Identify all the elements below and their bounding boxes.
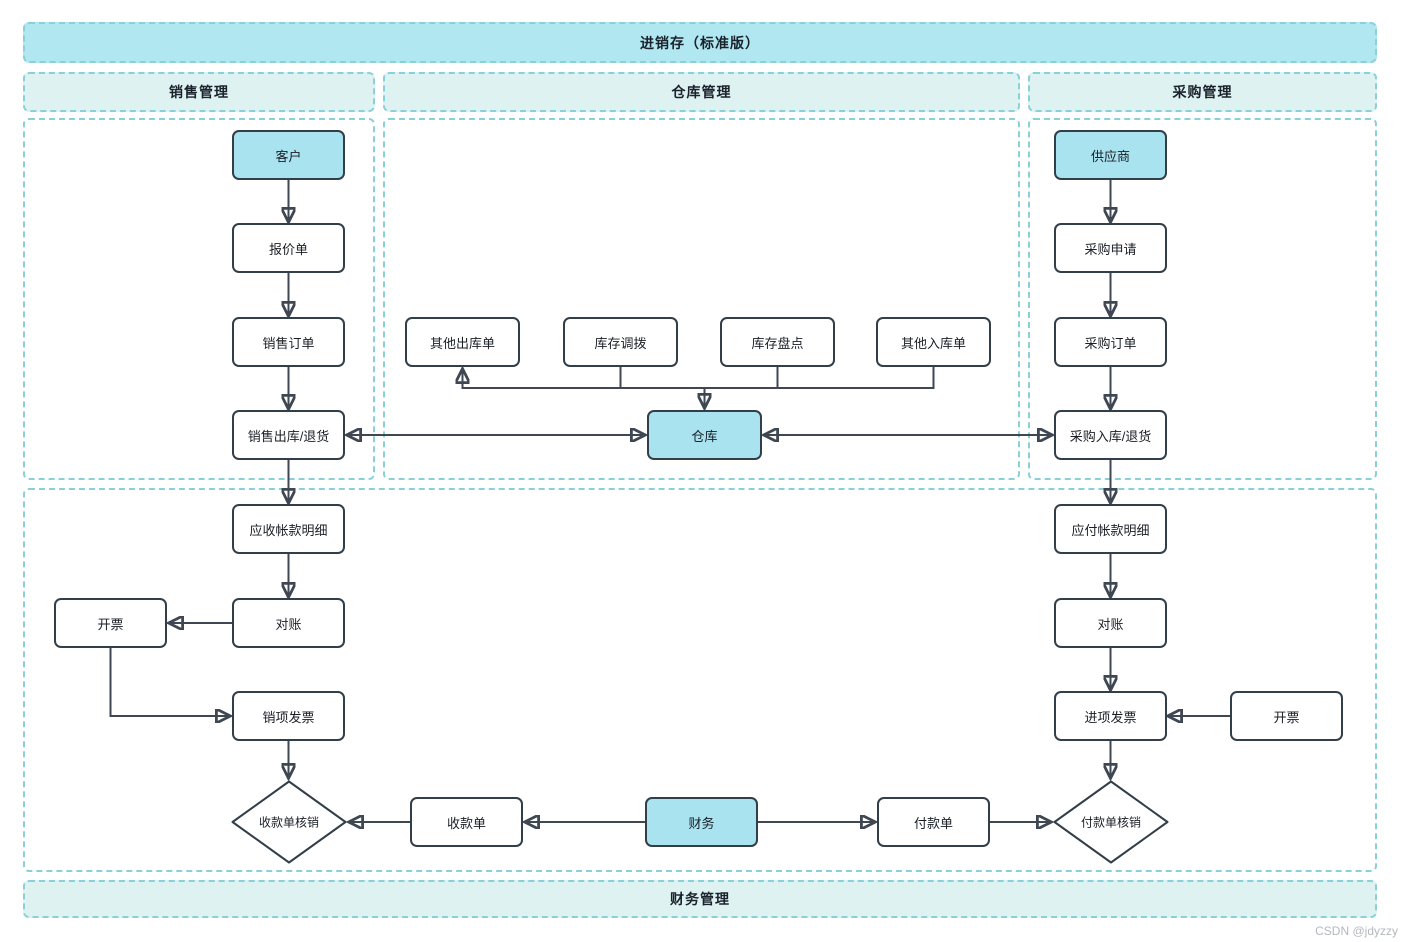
node-inventory-count: 库存盘点 xyxy=(720,317,835,367)
node-receipt-writeoff-label: 收款单核销 xyxy=(258,815,319,830)
node-other-inbound: 其他入库单 xyxy=(876,317,991,367)
pool-title: 进销存（标准版） xyxy=(640,34,760,51)
edge-invoicing-salesinvoice xyxy=(109,648,230,716)
node-ap-detail: 应付帐款明细 xyxy=(1054,504,1167,554)
edge-bus-otheroutbound xyxy=(463,367,935,389)
node-other-outbound: 其他出库单 xyxy=(405,317,520,367)
node-purchase-inbound: 采购入库/退货 xyxy=(1054,410,1167,460)
lane-header-finance: 财务管理 xyxy=(23,880,1377,918)
lane-header-warehouse: 仓库管理 xyxy=(383,72,1020,112)
node-quotation: 报价单 xyxy=(232,223,345,273)
node-purchase-request: 采购申请 xyxy=(1054,223,1167,273)
node-purchase-order: 采购订单 xyxy=(1054,317,1167,367)
node-ar-detail: 应收帐款明细 xyxy=(232,504,345,554)
node-sales-order: 销售订单 xyxy=(232,317,345,367)
lane-header-finance-label: 财务管理 xyxy=(670,891,730,907)
diamond-shape xyxy=(231,780,347,864)
lane-area-sales xyxy=(23,118,375,480)
node-customer: 客户 xyxy=(232,130,345,180)
node-receipt: 收款单 xyxy=(410,797,523,847)
node-warehouse: 仓库 xyxy=(647,410,762,460)
pool-title-bar: 进销存（标准版） xyxy=(23,22,1377,63)
lane-header-sales-label: 销售管理 xyxy=(169,84,229,100)
lane-header-warehouse-label: 仓库管理 xyxy=(671,84,732,100)
node-ar-invoicing: 开票 xyxy=(54,598,167,648)
node-payment: 付款单 xyxy=(877,797,990,847)
lane-header-purchase: 采购管理 xyxy=(1028,72,1377,112)
node-ap-invoicing: 开票 xyxy=(1230,691,1343,741)
node-payment-writeoff: 付款单核销 xyxy=(1053,780,1169,864)
lane-area-purchase xyxy=(1028,118,1377,480)
node-ar-reconcile: 对账 xyxy=(232,598,345,648)
lane-area-warehouse xyxy=(383,118,1020,480)
diamond-shape xyxy=(1053,780,1169,864)
node-supplier: 供应商 xyxy=(1054,130,1167,180)
node-sales-outbound: 销售出库/退货 xyxy=(232,410,345,460)
lane-area-finance xyxy=(23,488,1377,872)
node-finance: 财务 xyxy=(645,797,758,847)
node-input-invoice: 进项发票 xyxy=(1054,691,1167,741)
node-sales-invoice: 销项发票 xyxy=(232,691,345,741)
node-ap-reconcile: 对账 xyxy=(1054,598,1167,648)
node-receipt-writeoff: 收款单核销 xyxy=(231,780,347,864)
lane-header-sales: 销售管理 xyxy=(23,72,375,112)
node-inventory-transfer: 库存调拨 xyxy=(563,317,678,367)
csdn-watermark: CSDN @jdyzzy xyxy=(1315,924,1398,938)
node-payment-writeoff-label: 付款单核销 xyxy=(1080,815,1141,830)
lane-header-purchase-label: 采购管理 xyxy=(1172,84,1233,100)
